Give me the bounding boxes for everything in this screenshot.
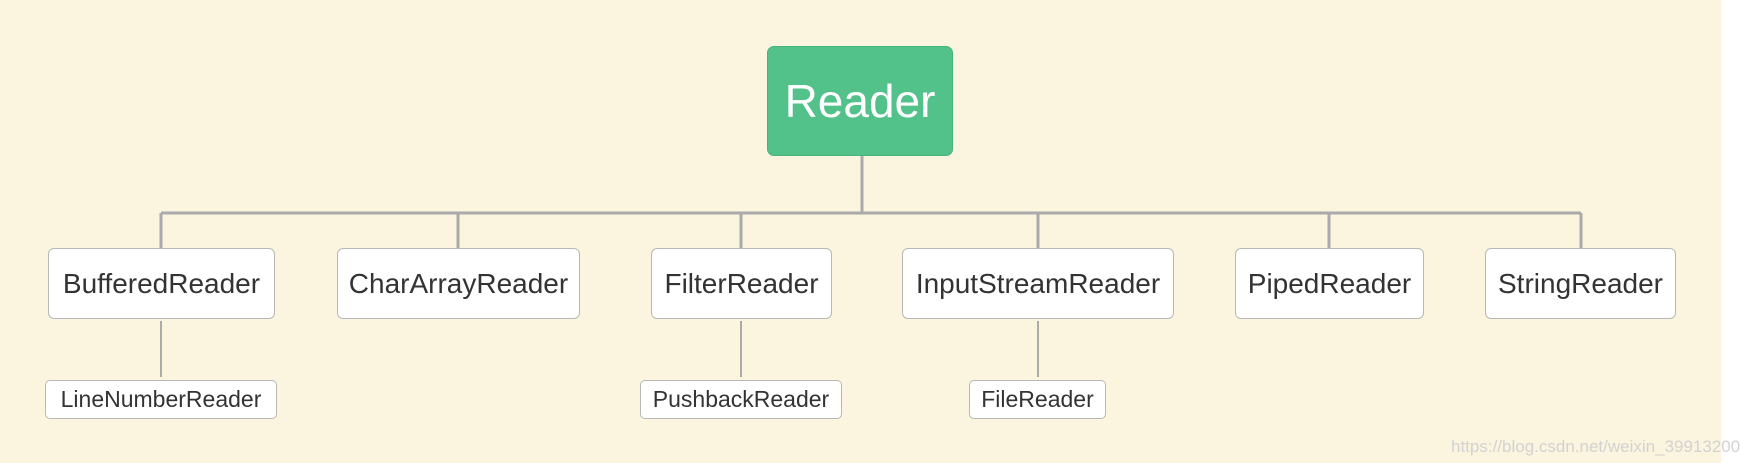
watermark-text: https://blog.csdn.net/weixin_39913200	[1451, 437, 1740, 456]
node-bufferedreader: BufferedReader	[48, 248, 275, 319]
node-linenumberreader: LineNumberReader	[45, 380, 277, 419]
node-reader: Reader	[767, 46, 953, 156]
node-stringreader: StringReader	[1485, 248, 1676, 319]
node-filterreader: FilterReader	[651, 248, 832, 319]
node-pushbackreader: PushbackReader	[640, 380, 842, 419]
node-filereader: FileReader	[969, 380, 1106, 419]
node-pipedreader: PipedReader	[1235, 248, 1424, 319]
node-chararrayreader: CharArrayReader	[337, 248, 580, 319]
node-inputstreamreader: InputStreamReader	[902, 248, 1174, 319]
